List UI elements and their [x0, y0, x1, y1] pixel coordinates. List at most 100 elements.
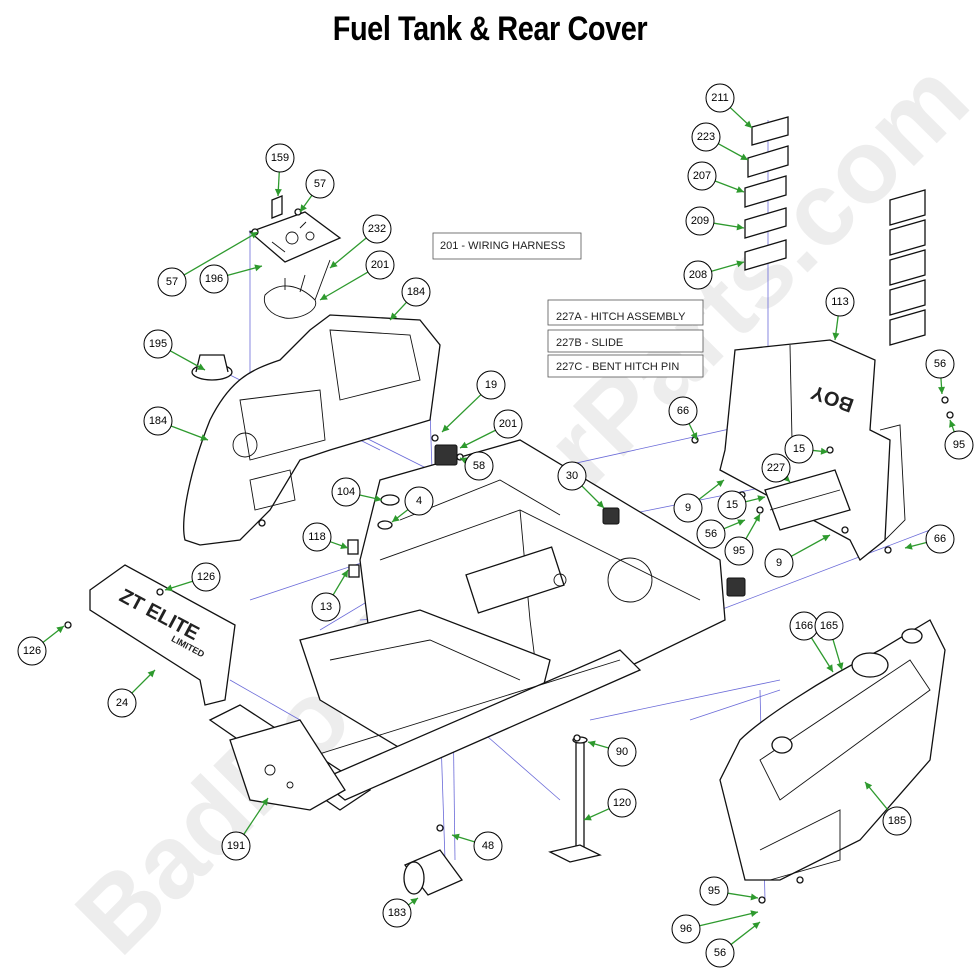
callout-90: 90 [587, 737, 637, 767]
callout-circle [784, 434, 814, 464]
callout-circle [382, 898, 412, 928]
callout-circle [607, 737, 637, 767]
callout-9: 9 [673, 479, 725, 523]
callout-58: 58 [459, 451, 494, 481]
callout-184: 184 [389, 277, 431, 321]
callout-15: 15 [784, 434, 829, 464]
callout-circle [221, 831, 251, 861]
callout-223: 223 [691, 122, 749, 161]
callout-label: 9 [685, 502, 691, 514]
callout-label: 201 [499, 418, 517, 430]
callout-circle [882, 806, 912, 836]
relay-part [434, 444, 458, 466]
callout-label: 19 [485, 379, 497, 391]
callout-arrowhead [782, 474, 790, 482]
side-decal-stack [889, 189, 926, 346]
callout-circle [493, 409, 523, 439]
callout-166: 166 [789, 611, 834, 673]
note-slide: 227B - SLIDE [556, 337, 623, 349]
callout-label: 13 [320, 601, 332, 613]
callout-label: 183 [388, 907, 406, 919]
callout-circle [464, 451, 494, 481]
callout-label: 201 [371, 259, 389, 271]
callout-arrowhead [300, 204, 307, 212]
callout-circle [825, 287, 855, 317]
note-hitch-assembly: 227A - HITCH ASSEMBLY [556, 311, 686, 323]
page-title: Fuel Tank & Rear Cover [332, 10, 648, 48]
callout-label: 165 [820, 620, 838, 632]
notes: 201 - WIRING HARNESS 227A - HITCH ASSEMB… [432, 232, 704, 378]
callout-arrowhead [737, 519, 745, 526]
callout-57: 57 [157, 231, 259, 297]
callout-circle [691, 122, 721, 152]
callout-circle [607, 788, 637, 818]
callout-209: 209 [685, 206, 745, 236]
callout-159: 159 [265, 143, 295, 197]
callout-circle [557, 461, 587, 491]
callout-label: 185 [888, 815, 906, 827]
callout-56: 56 [705, 921, 761, 968]
callout-leader-line [329, 237, 367, 269]
callout-circle [401, 277, 431, 307]
callout-9: 9 [764, 534, 831, 578]
callout-circle [925, 524, 955, 554]
callout-circle [944, 430, 974, 460]
callout-label: 159 [271, 152, 289, 164]
callout-label: 56 [714, 947, 726, 959]
callout-label: 95 [953, 439, 965, 451]
note-wiring-harness: 201 - WIRING HARNESS [440, 240, 565, 252]
callout-165: 165 [814, 611, 844, 671]
callout-arrowhead [374, 495, 382, 502]
callout-211: 211 [705, 83, 753, 129]
callout-arrowhead [588, 740, 596, 748]
callout-arrowhead [584, 813, 592, 821]
callout-label: 104 [337, 486, 355, 498]
callout-arrowhead [836, 662, 844, 670]
callout-arrowhead [750, 893, 758, 901]
callout-circle [157, 267, 187, 297]
callout-label: 15 [726, 499, 738, 511]
callout-circle [925, 349, 955, 379]
callout-circle [724, 536, 754, 566]
callout-arrowhead [820, 447, 828, 455]
callout-circle [476, 370, 506, 400]
callout-arrowhead [340, 542, 348, 549]
callout-104: 104 [331, 477, 383, 507]
callout-arrowhead [822, 535, 830, 542]
callout-label: 223 [697, 131, 715, 143]
callout-arrowhead [826, 664, 833, 672]
callout-arrowhead [905, 542, 913, 550]
callout-arrowhead [197, 363, 205, 370]
callout-arrowhead [757, 495, 765, 503]
callout-circle [265, 143, 295, 173]
callout-113: 113 [825, 287, 855, 341]
note-bent-hitch-pin: 227C - BENT HITCH PIN [556, 361, 679, 373]
callout-66: 66 [904, 524, 955, 554]
callout-circle [685, 206, 715, 236]
callout-leader-line [699, 911, 759, 927]
callout-circle [199, 264, 229, 294]
callout-label: 48 [482, 840, 494, 852]
callout-circle [473, 831, 503, 861]
callout-label: 66 [934, 533, 946, 545]
callout-label: 118 [308, 531, 326, 543]
callout-leader-line [183, 231, 259, 276]
callout-circle [107, 688, 137, 718]
callout-circle [696, 519, 726, 549]
callout-201: 201 [319, 250, 395, 301]
callout-13: 13 [311, 569, 349, 622]
callout-118: 118 [302, 522, 349, 552]
callout-arrowhead [752, 922, 760, 930]
callout-196: 196 [199, 264, 263, 294]
callout-circle [404, 486, 434, 516]
callout-15: 15 [717, 490, 766, 520]
callout-label: 57 [166, 276, 178, 288]
callout-label: 95 [708, 885, 720, 897]
callout-label: 209 [691, 215, 709, 227]
callout-label: 96 [680, 923, 692, 935]
callout-label: 58 [473, 460, 485, 472]
callout-195: 195 [143, 329, 206, 371]
callout-184: 184 [143, 406, 209, 441]
